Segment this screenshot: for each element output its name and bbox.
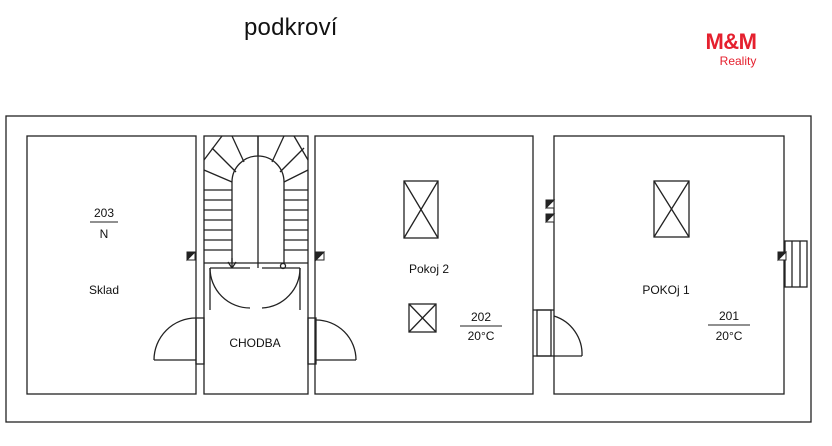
- label-pokoj1: POKOj 1 201 20°C: [642, 283, 750, 343]
- door-pokoj1: [533, 309, 583, 357]
- chodba-double-door: [209, 267, 301, 310]
- exterior-stub: [784, 240, 808, 288]
- logo-mark: M&M: [705, 29, 757, 54]
- label-pokoj2: Pokoj 2 202 20°C: [409, 262, 502, 343]
- roof-window-pokoj2-bottom: [408, 303, 437, 333]
- room-subtitle-sklad: N: [100, 227, 109, 241]
- vent-markers: [186, 199, 788, 262]
- company-logo: M&M Reality: [694, 29, 768, 69]
- staircase: [203, 135, 309, 270]
- room-name-chodba: CHODBA: [229, 336, 280, 350]
- outer-wall: [5, 115, 812, 423]
- room-number-pokoj1: 201: [719, 309, 739, 323]
- logo-subtitle: Reality: [719, 54, 757, 68]
- room-name-pokoj2: Pokoj 2: [409, 262, 449, 276]
- roof-window-pokoj1: [653, 180, 690, 238]
- room-number-pokoj2: 202: [471, 310, 491, 324]
- vent-square-3: [545, 199, 556, 210]
- room-name-pokoj1: POKOj 1: [642, 283, 690, 297]
- room-subtitle-pokoj2: 20°C: [468, 329, 495, 343]
- label-sklad: 203 N Sklad: [89, 206, 119, 297]
- roof-window-pokoj2-top: [403, 180, 439, 239]
- door-sklad: [153, 317, 205, 365]
- label-chodba: CHODBA: [229, 336, 280, 350]
- room-outline-pokoj1: [553, 135, 785, 395]
- door-pokoj2: [307, 317, 357, 365]
- room-subtitle-pokoj1: 20°C: [716, 329, 743, 343]
- room-outline-pokoj2: [314, 135, 534, 395]
- room-outline-sklad: [26, 135, 197, 395]
- vent-square-5: [777, 251, 788, 262]
- vent-square-1: [186, 251, 197, 262]
- floor-title: podkroví: [244, 14, 338, 41]
- vent-square-4: [545, 213, 556, 224]
- room-outline-chodba: [203, 135, 309, 395]
- room-number-sklad: 203: [94, 206, 114, 220]
- vent-square-2: [315, 251, 326, 262]
- room-name-sklad: Sklad: [89, 283, 119, 297]
